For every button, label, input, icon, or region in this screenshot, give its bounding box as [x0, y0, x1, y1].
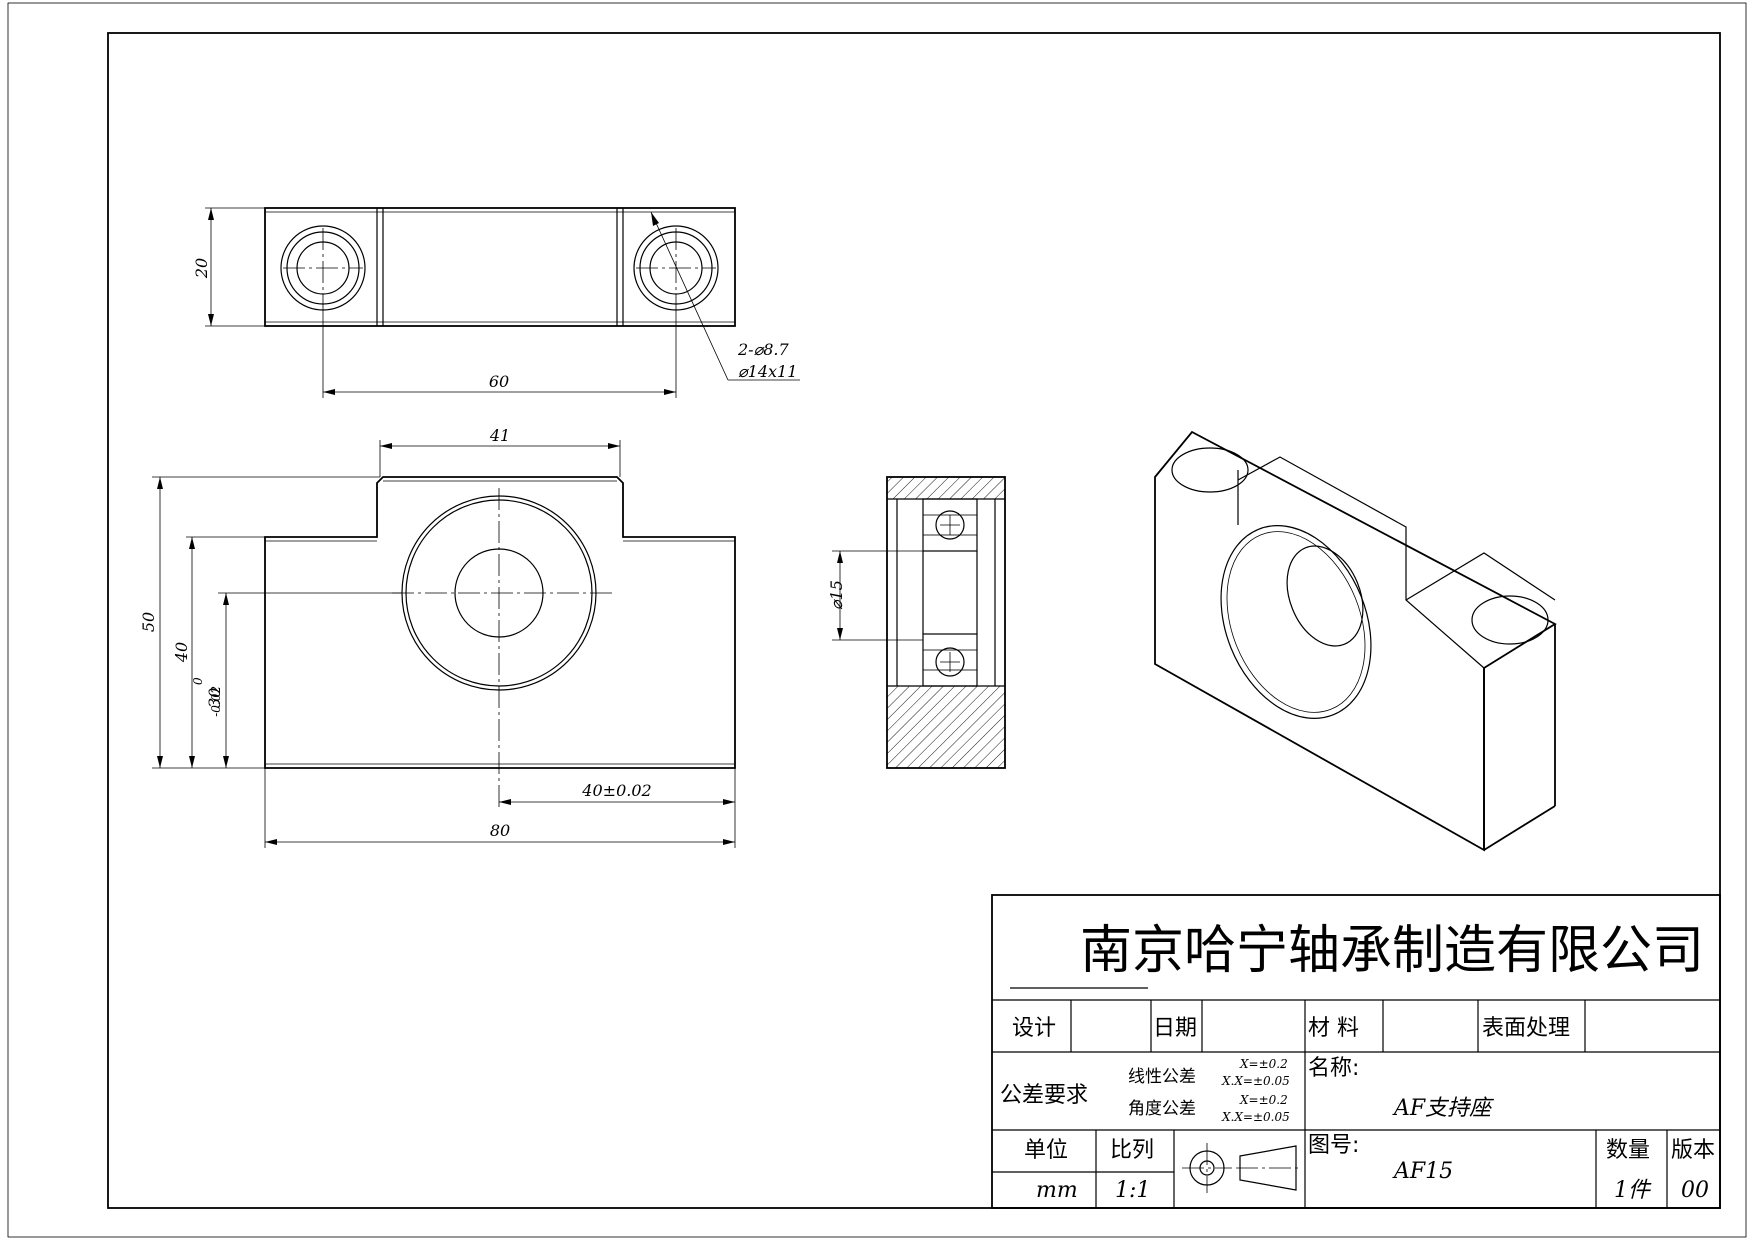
dim-41: 41 [489, 426, 510, 445]
unit-value: mm [1036, 1178, 1078, 1203]
front-view: 41 50 40 30 0 -0.02 40±0.02 80 [139, 426, 736, 848]
linear-tol-label: 线性公差 [1128, 1067, 1196, 1087]
dim-80: 80 [490, 821, 510, 840]
date-label: 日期 [1153, 1016, 1197, 1041]
unit-label: 单位 [1024, 1138, 1068, 1163]
inner-frame [107, 32, 1721, 1209]
title-block: 南京哈宁轴承制造有限公司 设计 日期 材 料 表面处理 公差要求 线性公差 角度… [991, 894, 1721, 1209]
tol-x-1: X=±0.2 [1239, 1057, 1288, 1071]
dim-60: 60 [489, 372, 509, 391]
dim-30-tol-upper: 0 [191, 677, 205, 685]
projection-symbol-icon [1182, 1143, 1300, 1193]
design-label: 设计 [1012, 1016, 1056, 1041]
name-value: AF支持座 [1392, 1096, 1494, 1121]
drawing-no-value: AF15 [1392, 1159, 1453, 1184]
name-label: 名称: [1308, 1056, 1359, 1081]
dim-30-tol-lower: -0.02 [209, 686, 223, 717]
dim-40: 40 [172, 642, 191, 663]
tolerance-label: 公差要求 [1000, 1083, 1088, 1108]
isometric-view [1154, 430, 1557, 852]
dim-30: 30 [205, 688, 224, 708]
company-name: 南京哈宁轴承制造有限公司 [1080, 921, 1704, 981]
scale-value: 1:1 [1115, 1178, 1150, 1203]
tol-x-2: X=±0.2 [1239, 1093, 1288, 1107]
material-label: 材 料 [1308, 1016, 1359, 1041]
hole-callout-count: 2-⌀8.7 [737, 340, 789, 359]
drawing-no-label: 图号: [1308, 1133, 1359, 1158]
scale-label: 比列 [1110, 1138, 1154, 1163]
surface-label: 表面处理 [1482, 1016, 1570, 1041]
dim-50: 50 [139, 612, 158, 632]
top-view: 20 60 2-⌀8.7 ⌀14x11 [192, 207, 800, 398]
rev-label: 版本 [1671, 1138, 1715, 1163]
hole-callout-counterbore: ⌀14x11 [738, 362, 797, 381]
outer-frame [7, 2, 1747, 1238]
qty-value: 1件 [1614, 1178, 1652, 1203]
tol-xx-1: X.X=±0.05 [1221, 1074, 1290, 1088]
qty-label: 数量 [1606, 1138, 1650, 1163]
tol-xx-2: X.X=±0.05 [1221, 1110, 1290, 1124]
section-view: ⌀15 [827, 476, 1006, 769]
dim-bore: ⌀15 [827, 580, 846, 610]
rev-value: 00 [1681, 1178, 1709, 1203]
dim-40-tol: 40±0.02 [581, 781, 651, 800]
dim-20: 20 [192, 258, 211, 279]
angular-tol-label: 角度公差 [1128, 1099, 1196, 1119]
